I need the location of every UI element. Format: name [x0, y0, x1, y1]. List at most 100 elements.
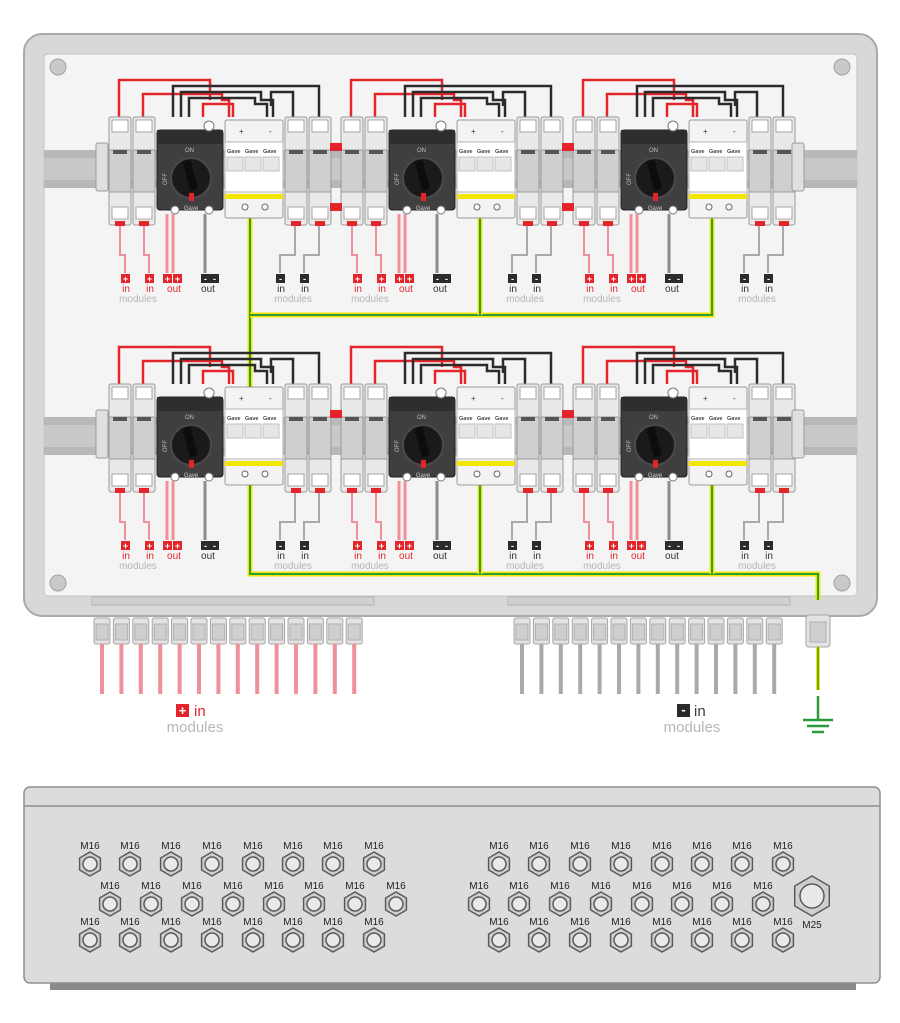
m16-label: M16 — [283, 917, 303, 928]
svg-text:+: + — [175, 541, 180, 551]
negative-wiring — [635, 84, 785, 117]
screw-icon — [833, 574, 851, 592]
plus-square-icon: + — [395, 274, 404, 284]
rotary-switch-icon — [388, 396, 456, 478]
negative-wiring — [403, 84, 553, 117]
cable-gland — [112, 617, 130, 694]
cable-gland — [532, 617, 550, 694]
out-label: out — [665, 551, 679, 562]
m16-gland-hole: M16 — [384, 881, 408, 917]
svg-text:+: + — [379, 541, 384, 551]
svg-text:+: + — [123, 541, 128, 551]
svg-text:+: + — [397, 274, 402, 284]
m16-label: M16 — [732, 917, 752, 928]
svg-text:+: + — [587, 541, 592, 551]
in-label: in — [277, 551, 285, 562]
cable-gland — [132, 617, 150, 694]
rotary-switch-icon — [620, 396, 688, 478]
m16-label: M16 — [323, 841, 343, 852]
neg-fuse-marker — [547, 488, 557, 493]
m16-gland-hole: M16 — [589, 881, 613, 917]
neg-fuse-marker — [291, 488, 301, 493]
spd-plus: + — [239, 127, 244, 136]
screw-icon — [833, 58, 851, 76]
in-label: in — [533, 551, 541, 562]
plus-square-icon: + — [353, 274, 362, 284]
minus-square-icon: - — [433, 274, 442, 284]
svg-text:+: + — [407, 541, 412, 551]
fuse-holder-neg-2 — [772, 116, 796, 226]
end-clamp — [95, 409, 109, 459]
plus-square-icon: + — [353, 541, 362, 551]
neg-fuse-marker — [523, 221, 533, 226]
end-clamp — [791, 142, 805, 192]
m16-label: M16 — [732, 841, 752, 852]
svg-text:+: + — [629, 274, 634, 284]
m16-gland-hole: M16 — [241, 841, 265, 877]
svg-text:+: + — [629, 541, 634, 551]
m16-gland-hole: M16 — [343, 881, 367, 917]
switch-brand: Gave — [184, 473, 199, 479]
fuse-holder-pos-2 — [132, 383, 156, 493]
plus-square-icon: + — [585, 541, 594, 551]
spd-minus: - — [733, 394, 736, 403]
m16-gland-hole: M16 — [568, 841, 592, 877]
fuse-holder-neg-1 — [284, 116, 308, 226]
in-label: in — [146, 551, 154, 562]
m16-gland-hole: M16 — [180, 881, 204, 917]
m16-gland-hole: M16 — [159, 841, 183, 877]
m16-label: M16 — [141, 881, 161, 892]
m16-label: M16 — [712, 881, 732, 892]
fuse-holder-neg-1 — [748, 383, 772, 493]
svg-text:-: - — [668, 274, 671, 284]
m16-label: M16 — [570, 917, 590, 928]
svg-text:-: - — [743, 274, 746, 284]
modules-label: modules — [274, 561, 312, 572]
out-label: out — [201, 284, 215, 295]
pos-marker — [347, 221, 357, 226]
cable-gland — [765, 617, 783, 694]
svg-text:Gave: Gave — [709, 416, 722, 422]
m16-label: M16 — [672, 881, 692, 892]
m16-label: M16 — [80, 917, 100, 928]
m16-gland-hole: M16 — [630, 881, 654, 917]
m16-gland-hole: M16 — [321, 917, 345, 953]
bus-bridge — [562, 410, 574, 418]
svg-text:-: - — [436, 541, 439, 551]
svg-text:Gave: Gave — [477, 416, 490, 422]
m16-label: M16 — [120, 841, 140, 852]
screw-icon — [49, 574, 67, 592]
bottom-pos-in-label: in — [194, 703, 206, 720]
pos-marker — [371, 221, 381, 226]
cable-gland — [629, 617, 647, 694]
svg-text:+: + — [397, 541, 402, 551]
svg-text:-: - — [279, 274, 282, 284]
svg-text:+: + — [611, 541, 616, 551]
m16-gland-hole: M16 — [609, 917, 633, 953]
neg-fuse-marker — [315, 488, 325, 493]
plus-square-icon: + — [627, 274, 636, 284]
m16-label: M16 — [692, 841, 712, 852]
bottom-neg-modules-label: modules — [664, 719, 721, 736]
pos-marker — [579, 221, 589, 226]
switch-off-label: OFF — [395, 440, 401, 452]
minus-square-icon: - — [508, 274, 517, 284]
minus-square-icon: - — [442, 274, 451, 284]
in-label: in — [378, 551, 386, 562]
module-wires — [351, 214, 552, 273]
m16-label: M16 — [550, 881, 570, 892]
module-wires — [351, 481, 552, 540]
in-label: in — [610, 551, 618, 562]
neg-fuse-marker — [291, 221, 301, 226]
earth-gland — [805, 614, 831, 690]
svg-text:+: + — [611, 274, 616, 284]
modules-label: modules — [119, 561, 157, 572]
end-clamp — [95, 142, 109, 192]
plus-square-icon: + — [405, 541, 414, 551]
out-label: out — [433, 551, 447, 562]
switch-on-label: ON — [417, 415, 426, 421]
cable-gland — [610, 617, 628, 694]
